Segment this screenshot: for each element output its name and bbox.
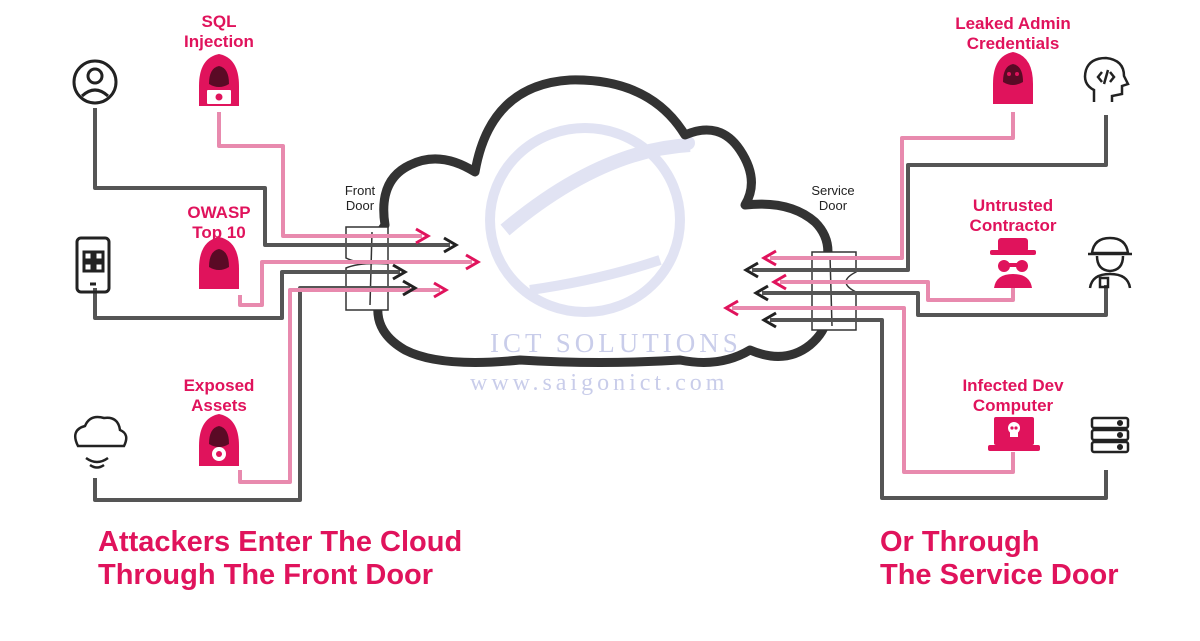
mobile-app-icon [75,236,111,294]
cloud-outline [366,75,833,367]
infected-laptop-icon [988,417,1040,451]
left-pink-pipes [217,112,472,484]
caption-right: Or Through The Service Door [880,526,1119,592]
hooded-hacker-icon [199,414,239,466]
caption-left-line-2: Through The Front Door [98,559,434,591]
label-sql-injection: SQL Injection [184,12,254,51]
right-gray-pipes [752,115,1108,500]
label-exposed-assets: Exposed Assets [183,376,255,415]
developer-head-icon [1083,56,1130,102]
label-leaked-admin-credentials: Leaked Admin Credentials [955,14,1071,53]
left-arrowheads [392,227,481,299]
caption-left-line-1: Attackers Enter The Cloud [98,526,463,558]
label-untrusted-contractor: Untrusted Contractor [969,196,1057,235]
caption-right-line-1: Or Through [880,526,1040,558]
right-arrowheads [723,249,787,329]
spy-hat-icon [990,238,1036,288]
worker-helmet-icon [1088,236,1132,289]
caption-right-line-2: The Service Door [880,559,1119,591]
watermark-logo [485,123,695,317]
watermark-brand: ICT SOLUTIONS [490,328,742,358]
server-rack-icon [1090,416,1130,454]
hooded-hacker-icon [199,54,239,106]
user-circle-icon [72,59,118,105]
watermark-url: www.saigonict.com [470,370,729,396]
left-gray-pipes [93,108,450,502]
label-infected-dev-computer: Infected Dev Computer [962,376,1064,415]
label-owasp-top-10: OWASP Top 10 [187,203,251,242]
label-front-door: Front Door [344,183,376,213]
right-pink-pipes [732,112,1015,474]
label-service-door: Service Door [811,183,855,213]
front-door [345,226,389,311]
caption-left: Attackers Enter The Cloud Through The Fr… [98,526,462,592]
hooded-hacker-icon [993,52,1033,104]
cloud-signal-icon [73,415,128,469]
hooded-hacker-icon [199,237,239,289]
